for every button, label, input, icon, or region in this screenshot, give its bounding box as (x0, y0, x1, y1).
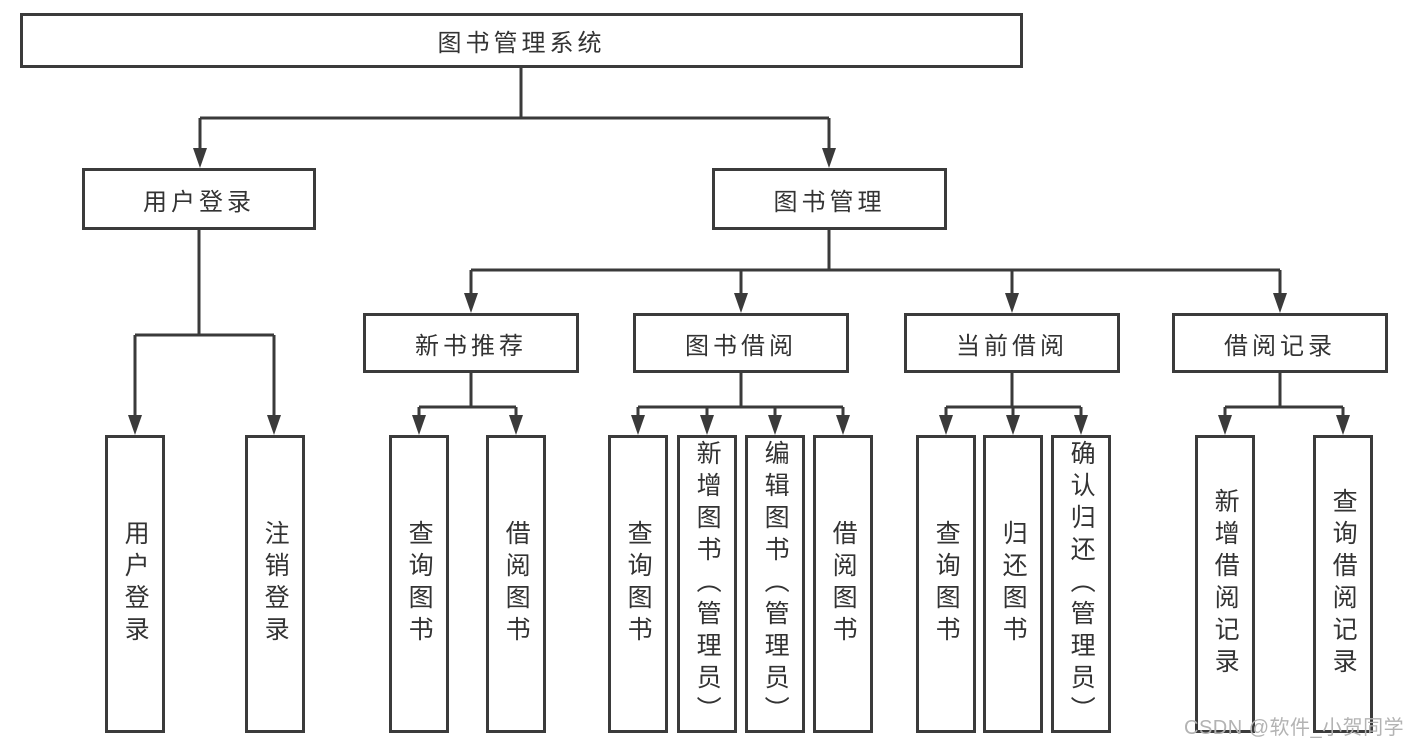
connector-root-split (193, 68, 836, 168)
arrow-down-icon (700, 415, 714, 435)
node-label: 图书借阅 (685, 332, 797, 360)
arrow-down-icon (267, 415, 281, 435)
node-label: 借阅图书 (502, 520, 531, 648)
node-label: 图书管理 (773, 188, 886, 216)
node-label: 图书管理系统 (437, 30, 606, 57)
arrow-down-icon (734, 293, 748, 313)
node-leaf-add-borrow-record: 新增借阅记录 (1195, 435, 1255, 733)
node-label: 新增借阅记录 (1211, 488, 1240, 680)
node-new-book-recommendation: 新书推荐 (363, 313, 579, 373)
node-leaf-query-books-borrowing: 查询图书 (608, 435, 668, 733)
node-label: 新书推荐 (415, 332, 527, 360)
node-label: 查询借阅记录 (1329, 488, 1358, 680)
arrow-down-icon (412, 415, 426, 435)
node-label: 注销登录 (261, 520, 290, 648)
node-label: 用户登录 (121, 520, 150, 648)
node-leaf-query-books-recommend: 查询图书 (389, 435, 449, 733)
node-label: 查询图书 (932, 520, 961, 648)
connector-borrowing-records-split (1218, 373, 1350, 435)
arrow-down-icon (464, 293, 478, 313)
arrow-down-icon (768, 415, 782, 435)
arrow-down-icon (939, 415, 953, 435)
node-leaf-query-books-current: 查询图书 (916, 435, 976, 733)
arrow-down-icon (1006, 415, 1020, 435)
node-leaf-borrow-books-recommend: 借阅图书 (486, 435, 546, 733)
node-current-borrowing: 当前借阅 (904, 313, 1120, 373)
node-leaf-user-login: 用户登录 (105, 435, 165, 733)
connector-new-book-recommendation-split (412, 373, 523, 435)
arrow-down-icon (1005, 293, 1019, 313)
node-leaf-edit-books-admin: 编辑图书（管理员） (745, 435, 805, 733)
connector-book-management-split (464, 230, 1287, 313)
node-leaf-return-books: 归还图书 (983, 435, 1043, 733)
connector-book-borrowing-split (631, 373, 850, 435)
node-leaf-confirm-return-admin: 确认归还（管理员） (1051, 435, 1111, 733)
node-label: 借阅记录 (1224, 332, 1336, 360)
arrow-down-icon (822, 148, 836, 168)
node-label: 借阅图书 (829, 520, 858, 648)
arrow-down-icon (509, 415, 523, 435)
node-label: 查询图书 (405, 520, 434, 648)
arrow-down-icon (1336, 415, 1350, 435)
node-borrowing-records: 借阅记录 (1172, 313, 1388, 373)
arrow-down-icon (836, 415, 850, 435)
connector-current-borrowing-split (939, 373, 1088, 435)
arrow-down-icon (1273, 293, 1287, 313)
node-leaf-query-borrow-record: 查询借阅记录 (1313, 435, 1373, 733)
arrow-down-icon (631, 415, 645, 435)
node-label: 新增图书（管理员） (693, 440, 722, 728)
arrow-down-icon (1218, 415, 1232, 435)
watermark-text: CSDN @软件_小贺同学 (1184, 717, 1405, 739)
node-label: 查询图书 (624, 520, 653, 648)
node-label: 归还图书 (999, 520, 1028, 648)
arrow-down-icon (1074, 415, 1088, 435)
connector-user-login-split (128, 230, 281, 435)
node-book-borrowing: 图书借阅 (633, 313, 849, 373)
node-label: 确认归还（管理员） (1067, 440, 1096, 728)
node-leaf-borrow-books-borrowing: 借阅图书 (813, 435, 873, 733)
node-book-management: 图书管理 (712, 168, 947, 230)
node-label: 用户登录 (143, 188, 255, 216)
arrow-down-icon (128, 415, 142, 435)
node-leaf-add-books-admin: 新增图书（管理员） (677, 435, 737, 733)
arrow-down-icon (193, 148, 207, 168)
node-user-login: 用户登录 (82, 168, 316, 230)
node-library-system: 图书管理系统 (20, 13, 1023, 68)
node-label: 当前借阅 (956, 332, 1068, 360)
node-leaf-logout: 注销登录 (245, 435, 305, 733)
node-label: 编辑图书（管理员） (761, 440, 790, 728)
